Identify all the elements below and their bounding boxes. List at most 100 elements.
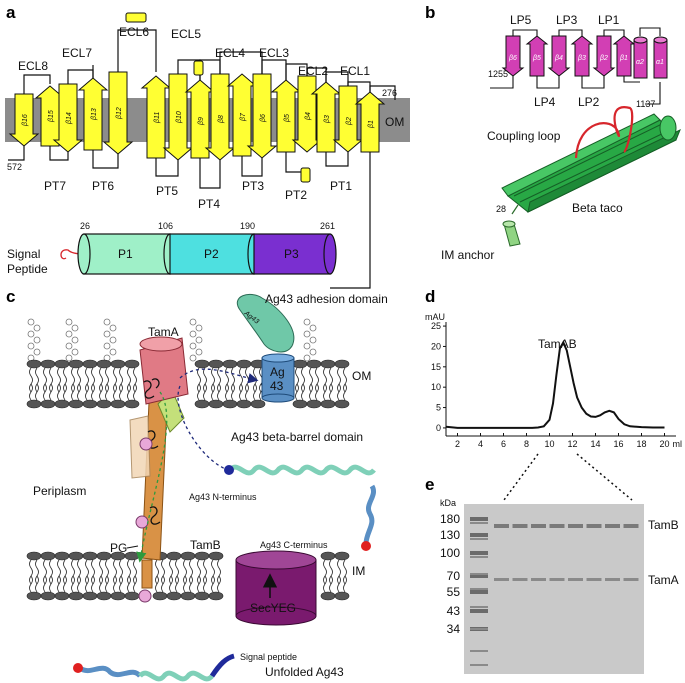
- tama-band: [586, 578, 602, 581]
- residue-190: 190: [240, 221, 255, 231]
- peak-annotation: TamAB: [538, 337, 577, 351]
- strand-label: β5: [284, 114, 291, 123]
- tamb-strand-4: β4: [547, 35, 571, 77]
- x-tick-label: 20: [659, 439, 669, 449]
- ag43-cyto-cterm-chain: [78, 665, 142, 678]
- ecl6-label: ECL6: [119, 25, 149, 39]
- pt2-helix: [300, 167, 311, 183]
- marker-label: 43: [447, 604, 461, 618]
- x-tick-label: 16: [613, 439, 623, 449]
- ag43-nterm-dot: [224, 465, 234, 475]
- residue-1137: 1137: [636, 99, 655, 109]
- kda-label: kDa: [440, 498, 456, 508]
- y-axis-label: mAU: [425, 312, 445, 322]
- potra-domains: 26 106 190 261 P1 P2 P3 Signal Pep: [7, 221, 337, 276]
- secyeg-channel: SecYEG: [235, 550, 317, 626]
- ecl7-label: ECL7: [62, 46, 92, 60]
- panel-a: a OM: [5, 3, 410, 289]
- x-tick-label: 4: [478, 439, 483, 449]
- marker-label: 55: [447, 585, 461, 599]
- ladder-faint-band: [470, 606, 488, 608]
- tamb-band: [586, 524, 602, 528]
- residue-106: 106: [158, 221, 173, 231]
- ag-barrel-line1: Ag: [270, 365, 285, 379]
- marker-label: 180: [440, 512, 460, 526]
- inner-membrane: [26, 551, 350, 601]
- strand-label: β9: [198, 117, 205, 126]
- panel-c: c OM IM Ag43 Ag43 adhesion domain Ag 43 …: [6, 287, 388, 682]
- tamb-band: [549, 524, 565, 528]
- x-tick-label: 10: [544, 439, 554, 449]
- x-tick-label: 2: [455, 439, 460, 449]
- lp-labels: LP5 LP3 LP1 LP4 LP2: [510, 13, 620, 109]
- signal-label-line1: Signal: [7, 247, 40, 261]
- zoom-line-right: [576, 453, 633, 501]
- strand-label: β6: [260, 114, 267, 123]
- ecl1-label: ECL1: [340, 64, 370, 78]
- pt2-label: PT2: [285, 188, 307, 202]
- residue-26: 26: [80, 221, 90, 231]
- secyeg-label: SecYEG: [250, 601, 296, 615]
- ecl5-helix: [193, 60, 204, 76]
- pt6-label: PT6: [92, 179, 114, 193]
- strand-3: β3: [310, 81, 342, 153]
- x-tick-label: 6: [501, 439, 506, 449]
- tamb-label: TamB: [190, 538, 221, 552]
- signal-label-line2: Peptide: [7, 262, 48, 276]
- lp4-label: LP4: [534, 95, 556, 109]
- strand-label: β16: [22, 114, 29, 127]
- im-c-label: IM: [352, 564, 365, 578]
- y-tick-label: 10: [431, 382, 441, 392]
- ladder-faint-band: [470, 522, 488, 524]
- tama-band: [531, 578, 546, 581]
- panel-b-letter: b: [425, 3, 435, 22]
- strand-1: β1: [354, 91, 386, 153]
- strand-label: β12: [116, 107, 123, 120]
- tamb-strand-label: β6: [508, 55, 517, 62]
- tama-protein: [139, 336, 189, 405]
- chromatogram-line: [445, 340, 665, 429]
- tamb-helices: α2 α1: [633, 36, 668, 79]
- tamb-strand-1: β1: [612, 35, 636, 77]
- lp1-label: LP1: [598, 13, 620, 27]
- strand-10: β10: [162, 73, 194, 161]
- p1-label: P1: [118, 247, 133, 261]
- strand-13: β13: [77, 77, 109, 151]
- ecl3-label: ECL3: [259, 46, 289, 60]
- lp3-label: LP3: [556, 13, 578, 27]
- ladder-faint-band: [470, 573, 488, 575]
- tamb-protein: [129, 379, 185, 603]
- nterm-path: [177, 385, 229, 471]
- ladder-faint-band: [470, 650, 488, 652]
- tamb-band: [623, 524, 639, 528]
- y-tick-label: 25: [431, 321, 441, 331]
- gel-bands: [470, 517, 639, 666]
- residue-1255: 1255: [488, 69, 508, 79]
- tamb-strand-label: β1: [619, 55, 628, 62]
- strand-label: β2: [346, 117, 353, 126]
- tamb-strand-label: β3: [577, 55, 586, 62]
- y-tick-label: 5: [436, 403, 441, 413]
- ag43-cterm-chain: [363, 484, 376, 545]
- x-tick-label: 14: [590, 439, 600, 449]
- strand-6: β6: [246, 73, 278, 159]
- tamb-strand-5: β5: [525, 35, 549, 77]
- tama-band: [549, 578, 565, 581]
- ag43-cterm-dot: [361, 541, 371, 551]
- outer-membrane: [26, 359, 350, 409]
- strand-4: β4: [291, 75, 323, 153]
- im-anchor-label: IM anchor: [441, 248, 494, 262]
- ag43-barrel: Ag 43: [261, 353, 295, 403]
- strand-7: β7: [226, 73, 258, 157]
- pt4-label: PT4: [198, 197, 220, 211]
- ladder-band: [470, 574, 488, 578]
- tamb-loop-lines: [490, 27, 661, 105]
- strand-label: β1: [368, 120, 375, 129]
- tamb-band: [512, 524, 528, 528]
- signal-peptide-tail: [60, 249, 85, 260]
- tama-band: [623, 578, 639, 581]
- y-tick-label: 0: [436, 423, 441, 433]
- ecl8-label: ECL8: [18, 59, 48, 73]
- marker-label: 100: [440, 546, 460, 560]
